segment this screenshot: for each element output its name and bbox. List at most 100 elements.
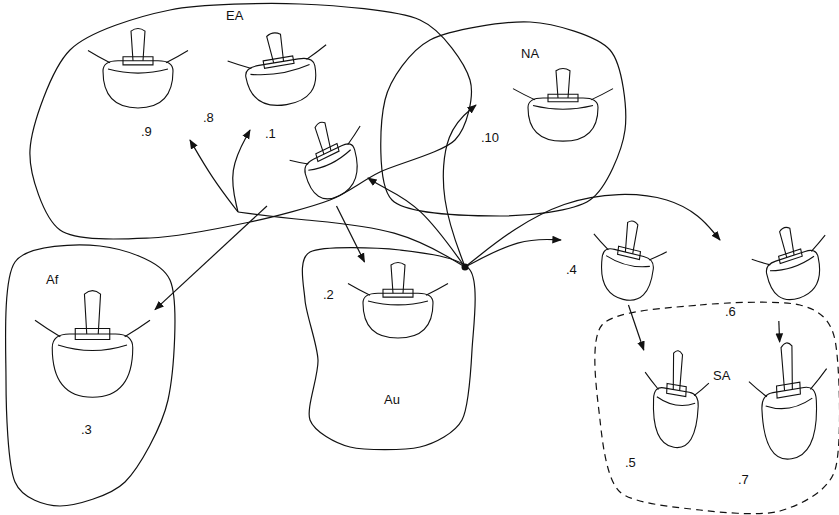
genitalia-illustration — [88, 29, 188, 108]
figure-number: .3 — [80, 422, 93, 437]
specimen-figure: .8 — [200, 32, 335, 127]
genitalia-illustration — [747, 336, 830, 465]
illustration-stroke — [123, 57, 153, 65]
dispersal-arrow — [233, 130, 250, 212]
figure-shape — [722, 226, 832, 321]
region-label: NA — [520, 46, 540, 61]
illustration-stroke — [303, 141, 364, 208]
illustration-stroke — [598, 247, 655, 306]
genitalia-illustration — [348, 262, 448, 338]
illustration-stroke — [649, 248, 667, 264]
illustration-stroke — [556, 68, 570, 98]
illustration-stroke — [591, 89, 613, 100]
illustration-stroke — [513, 89, 535, 100]
illustration-stroke — [103, 61, 173, 108]
specimen-figure: .2 — [320, 262, 450, 344]
illustration-stroke — [304, 45, 328, 60]
specimen-figure: .9 — [88, 28, 188, 143]
illustration-stroke — [348, 283, 370, 295]
illustration-stroke — [244, 56, 321, 110]
figure-number: .8 — [202, 110, 215, 125]
illustration-stroke — [345, 126, 364, 145]
genitalia-illustration — [587, 212, 670, 308]
region-label: Au — [383, 392, 401, 407]
illustration-stroke — [618, 246, 641, 259]
illustration-stroke — [694, 381, 709, 398]
illustration-stroke — [250, 65, 310, 78]
figure-number: .7 — [737, 472, 750, 487]
region-shape — [2, 242, 174, 510]
figure-shape — [320, 262, 450, 344]
illustration-stroke — [58, 345, 127, 351]
region-label: Af — [45, 272, 59, 287]
dispersal-arrow — [238, 212, 465, 267]
illustration-stroke — [263, 56, 294, 68]
figure-shape — [563, 220, 665, 305]
illustration-stroke — [657, 397, 695, 409]
illustration-stroke — [108, 69, 168, 73]
genitalia-illustration — [224, 25, 336, 113]
illustration-stroke — [131, 29, 145, 61]
dispersal-arrow — [628, 305, 643, 350]
region-boundary — [595, 302, 839, 513]
specimen-figure: .10 — [478, 68, 613, 150]
region-shape — [381, 18, 629, 220]
specimen-figure: .5 — [622, 350, 708, 475]
illustration-stroke — [290, 153, 309, 172]
figure-number: .6 — [724, 304, 737, 319]
illustration-stroke — [316, 144, 339, 162]
illustration-stroke — [766, 398, 813, 412]
region-boundary — [6, 245, 175, 506]
figure-shape — [262, 118, 367, 206]
illustration-stroke — [52, 334, 133, 397]
figure-shape — [200, 32, 335, 127]
illustration-stroke — [533, 106, 593, 110]
illustration-stroke — [84, 291, 100, 334]
region-outline: Au .2 — [301, 246, 476, 451]
region-shape — [596, 301, 839, 515]
illustration-stroke — [383, 289, 413, 297]
region-boundary — [302, 248, 475, 450]
dispersal-arrow — [465, 239, 561, 267]
illustration-stroke — [809, 235, 828, 251]
region-shape — [26, 0, 474, 242]
dispersal-arrow — [190, 140, 238, 212]
region-boundary — [30, 4, 471, 240]
illustration-stroke — [426, 283, 448, 295]
figure-shape — [88, 28, 188, 143]
illustration-stroke — [125, 320, 150, 337]
illustration-stroke — [528, 98, 598, 141]
region-outline: EA.9.8 — [26, 0, 474, 242]
genitalia-illustration — [513, 68, 613, 141]
region-outline: NA .10 — [381, 18, 629, 220]
illustration-stroke — [777, 382, 801, 398]
illustration-stroke — [391, 262, 405, 293]
illustration-stroke — [761, 385, 819, 463]
illustration-stroke — [749, 379, 767, 400]
specimen-figure: .6 — [722, 226, 832, 321]
illustration-stroke — [765, 248, 825, 307]
region-outline: SA.5.7 — [596, 301, 839, 515]
illustration-stroke — [752, 254, 771, 270]
illustration-stroke — [228, 57, 252, 72]
region-outline: Af .3 — [2, 242, 174, 510]
illustration-stroke — [308, 150, 351, 174]
specimen-figure: .7 — [735, 342, 830, 492]
genitalia-illustration — [748, 216, 837, 310]
figure-number: .4 — [565, 262, 578, 277]
specimen-figure: .4 — [563, 220, 665, 305]
figure-number: .5 — [624, 455, 637, 470]
illustration-stroke — [75, 329, 110, 340]
illustration-stroke — [363, 293, 433, 338]
illustration-stroke — [88, 51, 110, 63]
figure-number: .2 — [322, 287, 335, 302]
figure-shape — [735, 342, 830, 492]
dispersal-arrow — [778, 321, 780, 342]
region-shape — [301, 246, 476, 451]
illustration-stroke — [35, 320, 60, 337]
illustration-stroke — [652, 386, 699, 451]
genitalia-illustration — [35, 291, 150, 398]
